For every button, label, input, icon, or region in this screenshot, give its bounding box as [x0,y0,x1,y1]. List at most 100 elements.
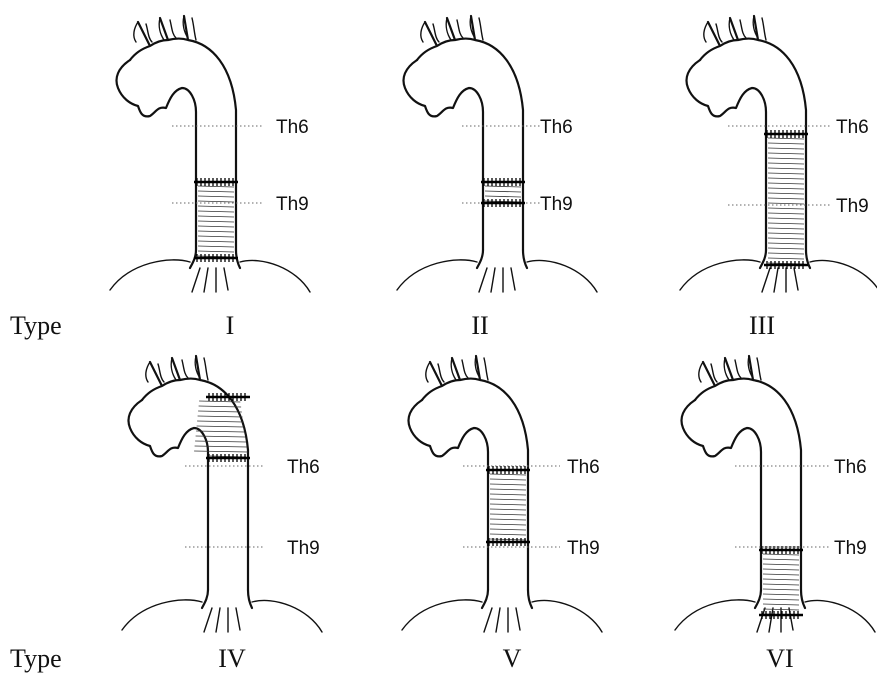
graft-hatch [768,258,804,259]
graft-hatch [763,594,799,595]
graft-hatch [768,233,804,234]
aortic-arch-inner-wall [117,60,197,250]
graft-hatch [763,554,799,555]
celiac-trunk-lines [484,608,520,632]
graft-hatch [768,243,804,244]
level-label-th6: Th6 [287,457,320,478]
type-label-IV: IV [218,644,246,673]
graft-hatch [195,446,248,447]
graft-hatch [197,426,245,427]
graft-hatch [768,158,804,159]
graft-hatch [768,218,804,219]
graft-hatch [768,208,804,209]
type-row-label-top: Type [10,311,62,340]
graft-hatch [763,569,799,570]
graft-hatch [763,564,799,565]
graft-hatch [490,524,526,525]
graft-hatch [768,153,804,154]
graft-hatch [198,226,234,227]
celiac-trunk-lines [192,268,228,292]
graft-hatch [196,431,245,432]
graft-hatch [490,484,526,485]
graft-hatch [763,599,799,600]
graft-hatch [768,138,804,139]
level-label-th6: Th6 [834,457,867,478]
celiac-trunk-lines [479,268,515,292]
celiac-trunk-lines [204,608,240,632]
graft-hatch [768,173,804,174]
graft-hatch [763,579,799,580]
aortic-arch-outer-wall [417,16,523,250]
graft-hatch [768,228,804,229]
graft-hatch [768,188,804,189]
graft-hatch [490,474,526,475]
graft-hatch [490,514,526,515]
graft-hatch [199,401,240,402]
type-label-I: I [226,311,235,340]
graft-hatch [768,183,804,184]
graft-hatch [198,201,234,202]
type-label-III: III [749,311,775,340]
level-label-th9: Th9 [567,538,600,559]
graft-hatch [490,534,526,535]
graft-hatch [198,241,234,242]
graft-hatch [763,589,799,590]
graft-hatch [763,609,799,610]
graft-hatch [485,191,521,192]
level-label-th9: Th9 [834,538,867,559]
graft-hatch [198,191,234,192]
type-row-label-bottom: Type [10,644,62,673]
aortic-arch-inner-wall [409,400,489,590]
graft-hatch [490,519,526,520]
level-label-th9: Th9 [276,194,309,215]
graft-hatch [490,489,526,490]
type-label-V: V [503,644,522,673]
graft-hatch [490,509,526,510]
level-label-th9: Th9 [287,538,320,559]
graft-hatch [490,494,526,495]
graft-hatch [768,253,804,254]
graft-hatch [768,148,804,149]
type-label-II: II [471,311,488,340]
aortic-arch-inner-wall [687,60,767,250]
graft-hatch [768,213,804,214]
graft-hatch [485,186,521,187]
graft-hatch [198,216,234,217]
distal-aorta-wall [202,590,252,608]
graft-hatch [768,193,804,194]
graft-hatch [768,248,804,249]
aortic-arch-inner-wall [682,400,762,590]
graft-hatch [490,499,526,500]
diaphragm-outline [402,600,602,632]
aortic-arch-outer-wall [142,356,248,590]
graft-hatch [198,196,234,197]
graft-hatch [490,504,526,505]
level-label-th6: Th6 [836,117,869,138]
graft-hatch [198,246,234,247]
graft-hatch [763,604,799,605]
level-label-th6: Th6 [540,117,573,138]
graft-hatch [490,529,526,530]
diaphragm-outline [122,600,322,632]
diaphragm-outline [110,260,310,292]
graft-hatch [195,441,246,442]
distal-aorta-wall [482,590,532,608]
graft-hatch [768,223,804,224]
distal-aorta-wall [477,250,527,268]
panel-type-IV: Th6Th9IV [122,356,322,673]
aortic-arch-outer-wall [130,16,236,250]
type-label-VI: VI [766,644,793,673]
celiac-trunk-lines [762,268,798,292]
graft-hatch [768,178,804,179]
level-label-th9: Th9 [836,196,869,217]
graft-hatch [198,236,234,237]
graft-hatch [485,196,521,197]
aortic-arch-inner-wall [129,400,209,590]
graft-hatch [198,411,242,412]
graft-hatch [198,231,234,232]
graft-hatch [198,206,234,207]
